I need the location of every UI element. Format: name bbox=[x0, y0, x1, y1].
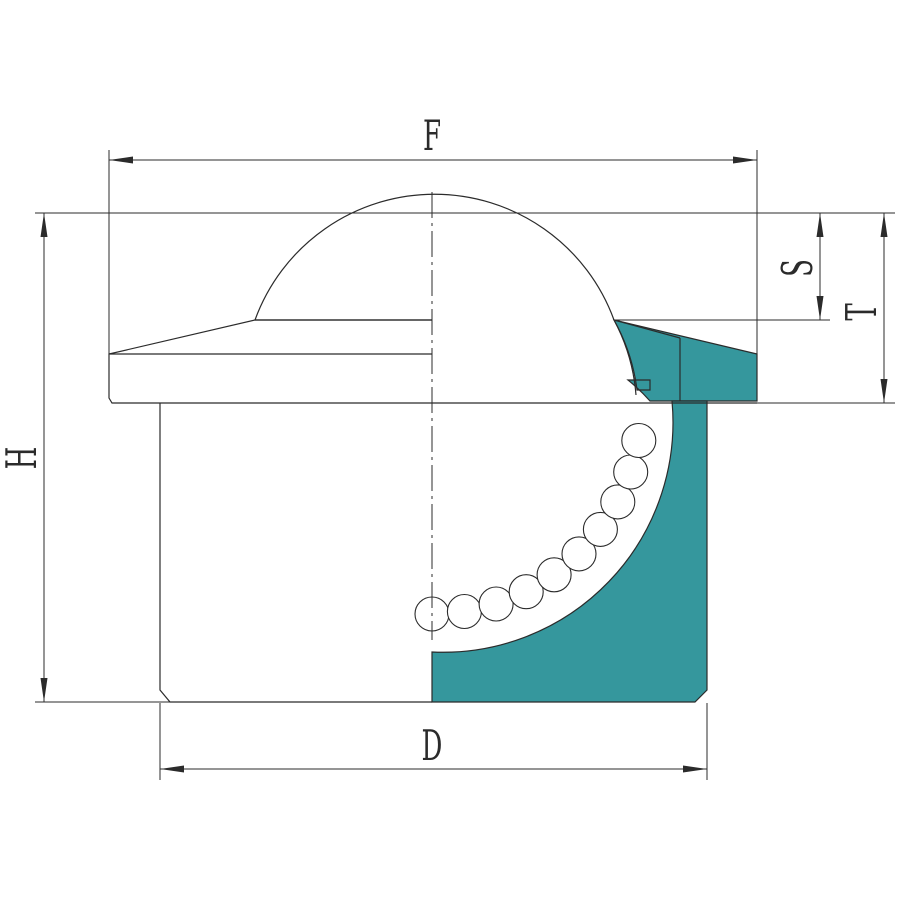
support-ball bbox=[613, 454, 649, 490]
support-ball bbox=[508, 574, 544, 610]
dim-F-label: F bbox=[423, 113, 441, 161]
dim-D-label: D bbox=[422, 723, 443, 771]
housing-outline bbox=[108, 319, 757, 703]
dim-S-label: S bbox=[775, 259, 823, 277]
dimension-labels: F D H S T bbox=[0, 113, 887, 771]
support-ball bbox=[478, 586, 514, 622]
dimension-lines bbox=[40, 156, 888, 773]
extension-lines bbox=[35, 150, 895, 780]
support-balls bbox=[414, 422, 657, 632]
support-ball bbox=[621, 422, 657, 459]
support-ball bbox=[446, 593, 482, 630]
support-ball bbox=[561, 536, 597, 572]
section-fill bbox=[431, 319, 758, 703]
support-ball bbox=[582, 511, 618, 547]
dim-T-label: T bbox=[839, 303, 887, 320]
dim-H-label: H bbox=[0, 447, 47, 470]
support-ball bbox=[536, 557, 572, 593]
support-ball bbox=[600, 484, 636, 520]
main-ball bbox=[254, 193, 637, 396]
body-section bbox=[431, 400, 708, 703]
